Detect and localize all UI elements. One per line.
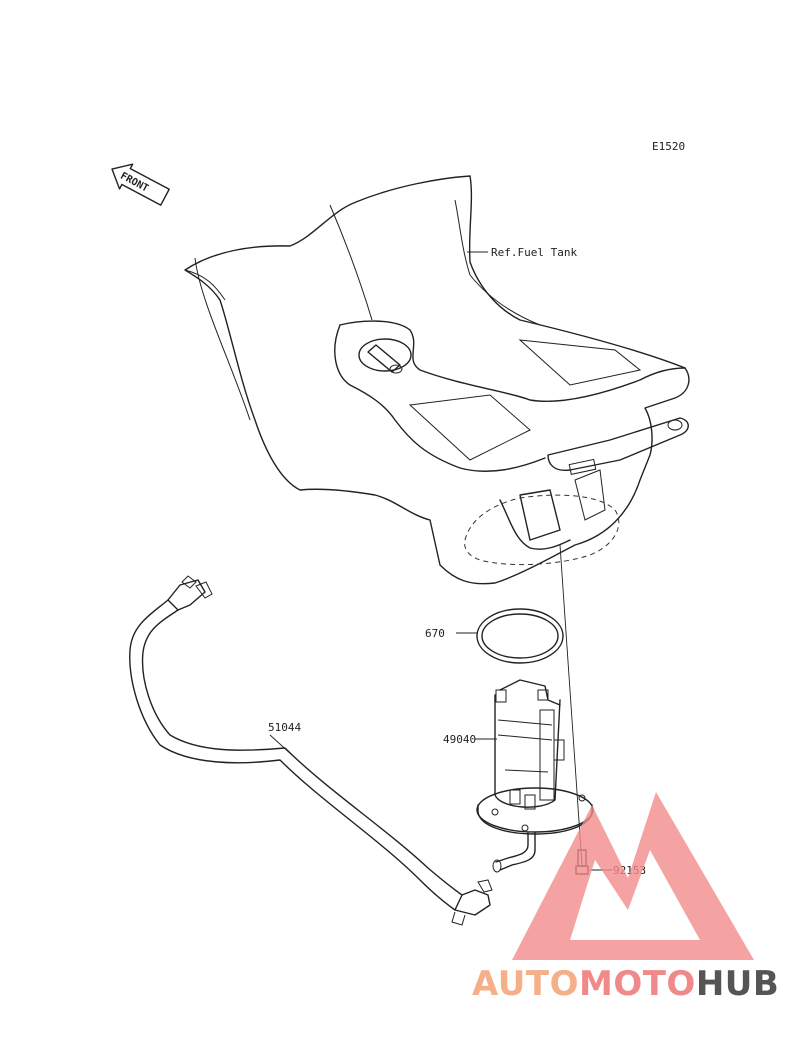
watermark-logo: [512, 792, 754, 960]
watermark-part-moto: MOTO: [579, 964, 696, 1004]
callout-fuel-pump: 49040: [443, 733, 476, 746]
callout-fuel-tank-ref: Ref.Fuel Tank: [491, 246, 577, 259]
diagram-code: E1520: [652, 140, 685, 153]
callout-gasket: 670: [425, 627, 445, 640]
watermark-text: AUTOMOTOHUB: [472, 964, 779, 1004]
gasket-ring: [476, 608, 564, 664]
watermark-logo-icon: [512, 792, 754, 960]
watermark-part-hub: HUB: [696, 964, 779, 1004]
watermark-part-auto: AUTO: [472, 964, 579, 1004]
fuel-tank-outline: [184, 175, 690, 585]
front-arrow-icon: FRONT: [111, 163, 170, 206]
fuel-pump-assembly: [476, 679, 594, 873]
callout-fuel-hose: 51044: [268, 721, 301, 734]
fuel-hose: [129, 575, 493, 926]
